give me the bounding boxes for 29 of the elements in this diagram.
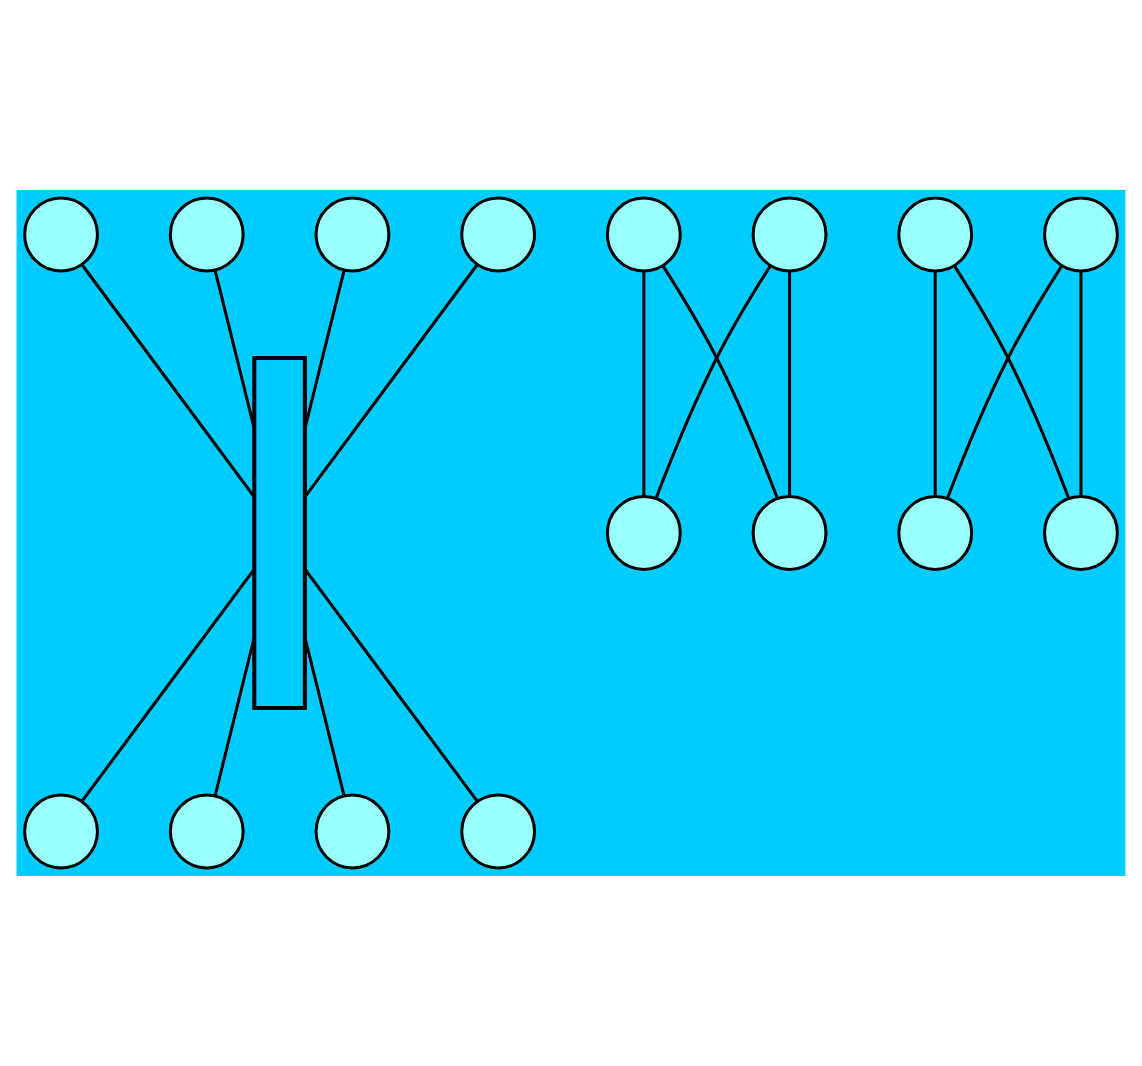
node-circle [314, 196, 391, 273]
connector [788, 271, 792, 497]
connector [303, 637, 346, 796]
node-circle [1043, 495, 1119, 571]
node-circle [605, 196, 682, 273]
connector [213, 269, 256, 429]
node-circle [23, 793, 99, 870]
node-circle [751, 495, 828, 571]
node-circle [605, 495, 682, 571]
node-circle [314, 793, 391, 870]
connector [303, 568, 479, 803]
connector [80, 568, 256, 803]
node-circle [168, 196, 245, 273]
node-circle [460, 793, 537, 870]
node-circle [897, 495, 974, 571]
connector [304, 263, 479, 497]
node-circle [23, 196, 99, 273]
node-circle [897, 196, 974, 273]
node-circle [751, 196, 828, 273]
node-circle [168, 793, 245, 870]
connector [303, 269, 346, 429]
connector [642, 271, 646, 497]
node-circle [460, 196, 537, 273]
connector [80, 263, 255, 497]
connector [1079, 271, 1083, 497]
connector [213, 637, 256, 796]
node-circle [1043, 196, 1119, 273]
connector [933, 271, 937, 497]
node-bar [252, 355, 307, 711]
